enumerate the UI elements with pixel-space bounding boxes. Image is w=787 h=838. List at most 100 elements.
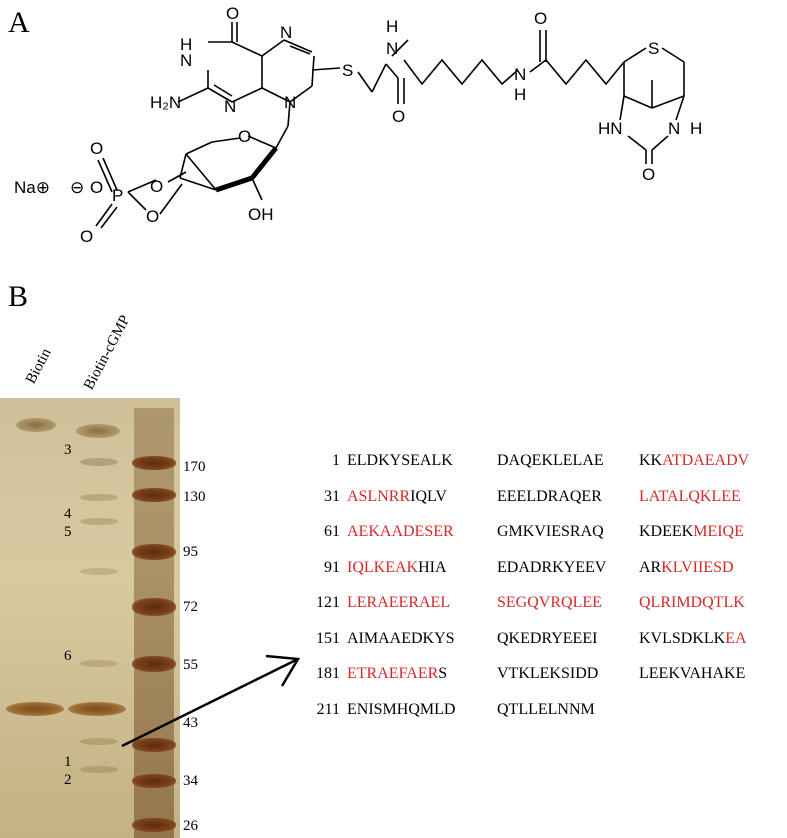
sequence-block: ENISMHQMLD: [347, 701, 455, 719]
sample-band: [80, 458, 118, 466]
chemical-structure: O H N N H₂N N N S H N O O N H S HN N H O…: [14, 4, 702, 246]
sequence-block: KKATDAEADV: [639, 452, 749, 470]
sequence-segment: EDADRKYEEV: [497, 558, 607, 576]
atom-h-biotin: H: [690, 119, 702, 138]
well-biotin-cgmp: [76, 424, 120, 438]
band-number-6: 6: [64, 648, 72, 664]
atom-n-biotin: N: [668, 119, 680, 138]
mw-label-72: 72: [183, 599, 198, 615]
atom-n1: N: [180, 51, 192, 70]
panel-label-a: A: [8, 6, 30, 39]
sequence-segment: EEELDRAQER: [497, 487, 602, 505]
sample-band: [80, 660, 118, 667]
mw-label-43: 43: [183, 715, 198, 731]
band-number-2: 2: [64, 772, 72, 788]
identified-peptide: AEKAADESER: [347, 523, 454, 540]
identified-peptide: IQLKEAK: [347, 558, 419, 576]
sequence-segment: KK: [639, 452, 663, 469]
identified-peptide: KLVIIESD: [661, 558, 734, 576]
sequence-block: QKEDRYEEEI: [497, 630, 597, 648]
sequence-block: QLRIMDQTLK: [639, 594, 745, 612]
atom-n-amide2: N: [514, 65, 526, 84]
identified-peptide: ATDAEADV: [662, 452, 750, 469]
atom-o-sugar: O: [238, 127, 251, 146]
sequence-block: LEEKVAHAKE: [639, 665, 745, 683]
mw-label-34: 34: [183, 773, 198, 789]
atom-p: P: [112, 186, 123, 205]
strong-band-biotin-cgmp: [68, 702, 126, 716]
mw-label-130: 130: [183, 489, 206, 505]
atom-o-biotin: O: [642, 165, 655, 184]
sequence-block: ARKLVIIESD: [639, 559, 734, 577]
sequence-segment: QKEDRYEEEI: [497, 629, 598, 647]
sequence-block: EDADRKYEEV: [497, 559, 606, 577]
sequence-segment: HIA: [418, 558, 447, 576]
sequence-segment: DAQEKLELAE: [497, 452, 604, 469]
band-number-5: 5: [64, 524, 72, 540]
sequence-segment: AIMAAEDKYS: [347, 629, 455, 647]
mw-label-170: 170: [183, 459, 206, 475]
atom-o-amide1: O: [392, 107, 405, 126]
sequence-block: IQLKEAKHIA: [347, 559, 447, 577]
sequence-block: AIMAAEDKYS: [347, 630, 455, 648]
sequence-block: KVLSDKLKEA: [639, 630, 747, 648]
sequence-index: 61: [324, 523, 340, 540]
marker-band-34: [132, 774, 176, 788]
atom-hn-biotin: HN: [598, 119, 623, 138]
identified-peptide: QLRIMDQTLK: [639, 594, 745, 611]
panel-label-b: B: [8, 280, 29, 313]
sequence-index: 151: [316, 629, 340, 647]
sample-band: [80, 518, 118, 525]
sequence-segment: ENISMHQMLD: [347, 700, 456, 718]
sequence-index: 211: [316, 700, 340, 718]
sequence-block: SEGQVRQLEE: [497, 594, 602, 612]
identified-peptide: MEIQE: [693, 523, 744, 540]
sequence-block: GMKVIESRAQ: [497, 523, 604, 541]
mw-label-55: 55: [183, 657, 198, 673]
sds-page-gel: 3 4 5 6 1 2: [0, 398, 180, 838]
marker-band-170: [132, 456, 176, 470]
sequence-block: ELDKYSEALK: [347, 452, 453, 470]
sequence-segment: KDEEK: [639, 523, 694, 540]
identified-peptide: LERAEERAEL: [347, 594, 451, 611]
well-biotin: [16, 418, 56, 432]
identified-peptide: LATALQKLEE: [639, 487, 741, 505]
identified-peptide: EA: [725, 629, 747, 647]
sequence-segment: KVLSDKLK: [639, 629, 726, 647]
mw-label-95: 95: [183, 544, 198, 560]
atom-h-amide2: H: [514, 85, 526, 104]
atom-o-p-bottom: O: [80, 227, 93, 246]
sequence-index: 91: [324, 558, 340, 576]
band-number-1: 1: [64, 754, 72, 770]
sequence-block: LERAEERAEL: [347, 594, 450, 612]
sequence-segment: S: [438, 665, 448, 682]
atom-s-thio: S: [342, 61, 353, 80]
sample-band: [80, 766, 118, 773]
sequence-block: KDEEKMEIQE: [639, 523, 744, 541]
atom-n-amide1: N: [386, 39, 398, 58]
marker-band-26: [132, 818, 176, 832]
sequence-segment: VTKLEKSIDD: [497, 665, 599, 682]
strong-band-biotin: [6, 702, 64, 716]
atom-o-minus: O: [90, 178, 103, 197]
sample-band: [80, 568, 118, 575]
marker-band-55: [132, 656, 176, 672]
atom-o-top: O: [226, 4, 239, 23]
sequence-block: ASLNRRIQLV: [347, 488, 447, 506]
sequence-block: DAQEKLELAE: [497, 452, 604, 470]
identified-peptide: SEGQVRQLEE: [497, 594, 602, 611]
atom-h-amide1: H: [386, 17, 398, 36]
sequence-index: 121: [316, 594, 340, 611]
sequence-segment: GMKVIESRAQ: [497, 523, 604, 540]
atom-n-right: N: [284, 93, 296, 112]
sequence-block: VTKLEKSIDD: [497, 665, 598, 683]
atom-minus: ⊖: [70, 178, 84, 197]
sequence-block: AEKAADESER: [347, 523, 454, 541]
marker-band-95: [132, 544, 176, 560]
sequence-block: EEELDRAQER: [497, 488, 602, 506]
sample-band: [80, 494, 118, 501]
identified-peptide: ASLNRR: [347, 487, 411, 505]
lane-label-biotin: Biotin: [22, 345, 55, 387]
marker-band-43-area: [132, 738, 176, 752]
marker-band-130: [132, 488, 176, 502]
